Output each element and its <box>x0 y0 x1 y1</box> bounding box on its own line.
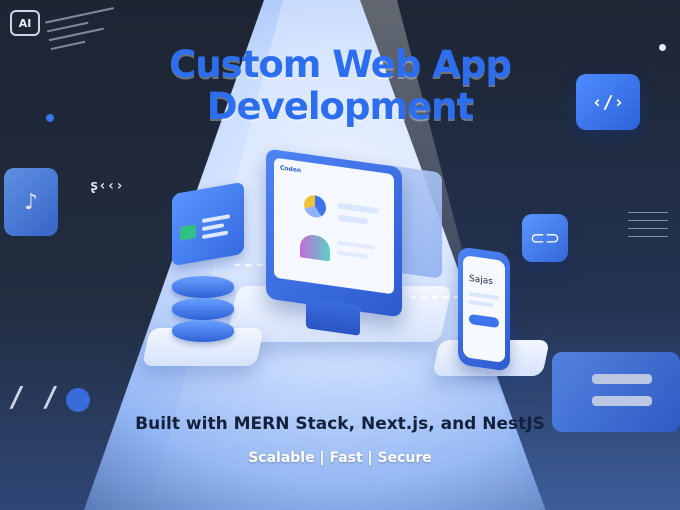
connector-right <box>410 296 460 298</box>
subtitle: Built with MERN Stack, Next.js, and Nest… <box>135 414 545 434</box>
page-title: Custom Web App Development <box>0 44 680 128</box>
decor-card-bottom-right <box>552 352 680 432</box>
bracket-glyph-left: / / <box>8 380 59 413</box>
database-icon <box>172 276 234 298</box>
monitor-screen-label: Coden <box>280 164 302 175</box>
monitor-icon: Coden <box>266 148 402 318</box>
phone-icon: Sajas <box>458 246 510 372</box>
phone-button <box>469 313 499 329</box>
decor-dot-right <box>659 44 666 51</box>
music-note-icon: ♪ <box>4 168 58 236</box>
decor-dot-bottom-left <box>66 388 90 412</box>
phone-screen: Sajas <box>463 255 505 363</box>
link-icon: ⊂⊃ <box>522 214 568 262</box>
database-layer-3 <box>172 320 234 342</box>
tagline: Scalable | Fast | Secure <box>248 450 432 466</box>
database-layer-2 <box>172 298 234 320</box>
title-line-2: Development <box>206 85 474 128</box>
ai-badge-icon: AI <box>10 10 40 36</box>
monitor-screen: Coden <box>274 157 394 295</box>
decor-dot-left <box>46 114 54 122</box>
code-brackets-icon: ‹/› <box>576 74 640 130</box>
connector-left <box>234 264 274 266</box>
phone-screen-label: Sajas <box>469 273 493 288</box>
decor-lines-right <box>628 212 668 244</box>
code-glyph-left: ʂ‹‹› <box>90 178 124 194</box>
floating-code-card <box>172 181 244 267</box>
title-line-1: Custom Web App <box>169 43 512 86</box>
